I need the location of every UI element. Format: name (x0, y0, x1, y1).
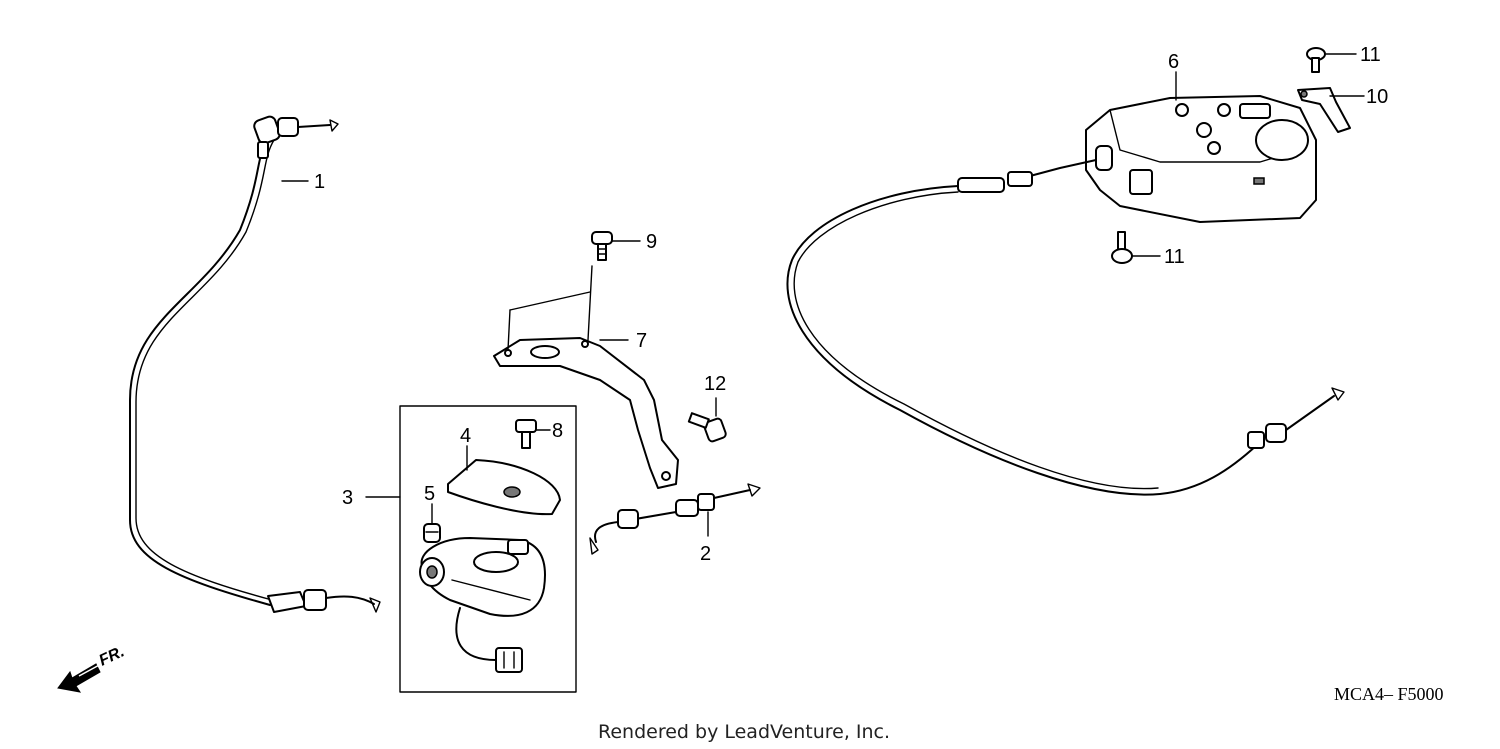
cover-plate-4[interactable] (447, 459, 561, 516)
callout-2: 2 (700, 543, 711, 565)
screw-9[interactable] (591, 231, 613, 261)
direction-marker-label: FR. (97, 643, 128, 669)
clip-10[interactable] (1297, 87, 1351, 133)
callout-4: 4 (460, 425, 471, 447)
front-direction-arrow-icon (57, 656, 104, 693)
grommet-5[interactable] (423, 523, 441, 543)
callout-12: 12 (704, 373, 726, 395)
callout-11-top: 11 (1360, 44, 1381, 66)
actuator-body-3[interactable] (419, 537, 546, 673)
callout-5: 5 (424, 483, 435, 505)
credit-text: Rendered by LeadVenture, Inc. (598, 721, 890, 743)
leader-7-b (507, 309, 511, 351)
leader-7-a (509, 291, 591, 311)
screw-11-top[interactable] (1306, 47, 1326, 73)
callout-6: 6 (1168, 51, 1179, 73)
actuator-6-cable (786, 159, 1345, 496)
actuator-6[interactable] (1085, 95, 1317, 223)
assembly-3-box (399, 405, 577, 693)
screw-11-bottom[interactable] (1111, 231, 1133, 264)
bolt-12[interactable] (687, 412, 727, 443)
callout-8: 8 (552, 420, 563, 442)
callout-9: 9 (646, 231, 657, 253)
callout-1: 1 (314, 171, 325, 193)
bolt-8[interactable] (515, 419, 537, 449)
leader-7-c (587, 265, 593, 341)
callout-10: 10 (1366, 86, 1388, 108)
callout-11-bottom: 11 (1164, 246, 1185, 268)
callout-7: 7 (636, 330, 647, 352)
bracket-7[interactable] (493, 337, 679, 489)
callout-3: 3 (342, 487, 353, 509)
cable-2[interactable] (589, 483, 761, 555)
cable-1[interactable] (129, 115, 381, 613)
diagram-code: MCA4– F5000 (1334, 684, 1444, 704)
